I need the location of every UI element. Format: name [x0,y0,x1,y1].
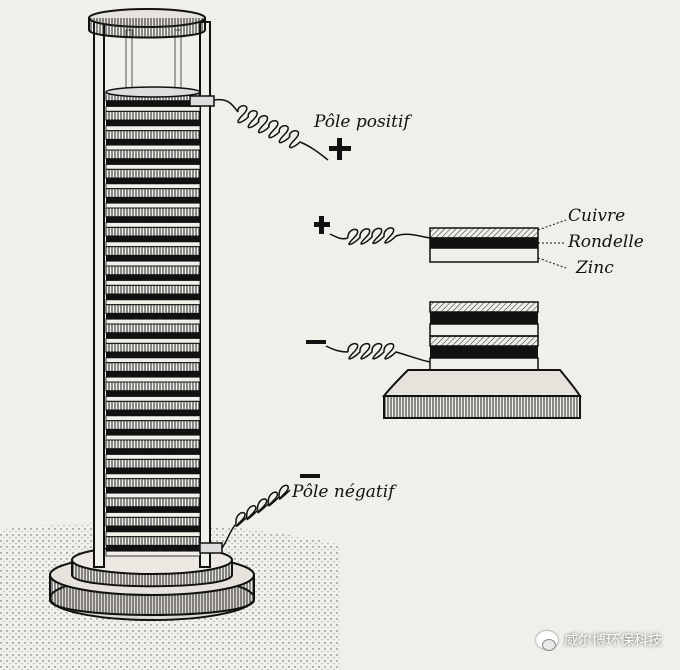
washer-label: Rondelle [568,232,644,252]
zinc-disc [106,313,200,320]
copper-disc [105,130,201,140]
zinc-disc [106,216,200,223]
copper-disc [105,381,201,392]
washer-disc [105,241,201,248]
washer-disc [105,125,201,132]
watermark-text: 威尔博环保科技 [564,633,662,649]
washer-disc [105,318,201,325]
plus-sign-top [329,138,351,160]
zinc-disc [106,371,200,378]
mini-stack-detail [306,301,582,419]
zinc-disc [106,158,200,165]
copper-disc [105,246,201,256]
copper-disc [105,304,201,314]
watermark: 威尔博环保科技 [536,630,662,651]
copper-disc [105,536,201,546]
washer-disc [105,357,201,364]
copper-disc [105,168,201,179]
top-cap [88,8,206,39]
copper-disc [105,207,201,218]
washer-disc [105,164,201,170]
zinc-disc [106,448,200,455]
disc-stack [105,86,201,557]
positive-pole-label: Pôle positif [314,112,410,132]
top-disc [105,86,201,98]
copper-disc [105,458,201,469]
washer-disc [105,280,201,286]
zinc-disc [106,429,200,436]
copper-disc [105,265,201,276]
positive-wire [189,95,329,161]
washer-disc [105,376,201,383]
washer-disc [105,473,201,480]
washer-disc [105,396,201,402]
copper-label: Cuivre [568,206,626,226]
zinc-disc [106,410,200,416]
zinc-disc [106,352,200,358]
pile-base [49,545,255,621]
washer-disc [105,144,201,151]
washer-disc [105,512,201,518]
zinc-disc [106,526,200,532]
copper-disc [105,342,201,353]
washer-disc [105,338,201,344]
washer-disc [105,222,201,228]
washer-disc [105,492,201,499]
washer-disc [105,260,201,267]
washer-disc [105,531,201,538]
washer-disc [105,183,201,190]
washer-disc [105,550,201,557]
zinc-disc [106,468,200,474]
zinc-disc [106,255,200,262]
copper-disc [105,362,201,372]
copper-disc [105,497,201,508]
zinc-disc [106,178,200,184]
copper-disc [105,284,201,295]
negative-wire [199,474,320,554]
zinc-label: Zinc [576,258,614,278]
copper-disc [105,110,201,121]
zinc-disc [106,487,200,494]
copper-disc [105,420,201,430]
washer-disc [105,415,201,422]
zinc-disc [106,274,200,281]
copper-disc [105,149,201,160]
copper-disc [105,478,201,488]
zinc-disc [106,506,200,513]
zinc-disc [106,120,200,126]
zinc-disc [106,545,200,552]
zinc-disc [106,390,200,397]
zinc-disc [106,332,200,339]
washer-disc [105,202,201,209]
washer-disc [105,299,201,306]
copper-disc [105,439,201,450]
washer-disc [105,454,201,460]
negative-pole-label: Pôle négatif [292,482,395,502]
copper-disc [105,226,201,237]
washer-disc [105,106,201,112]
copper-disc [105,400,201,411]
copper-disc [105,516,201,527]
zinc-disc [106,236,200,242]
zinc-disc [106,100,200,107]
zinc-disc [106,197,200,204]
washer-disc [105,434,201,441]
copper-disc [105,323,201,334]
single-element-detail [314,216,567,269]
wechat-icon [536,631,558,651]
copper-disc [105,188,201,198]
zinc-disc [106,139,200,146]
zinc-disc [106,294,200,300]
